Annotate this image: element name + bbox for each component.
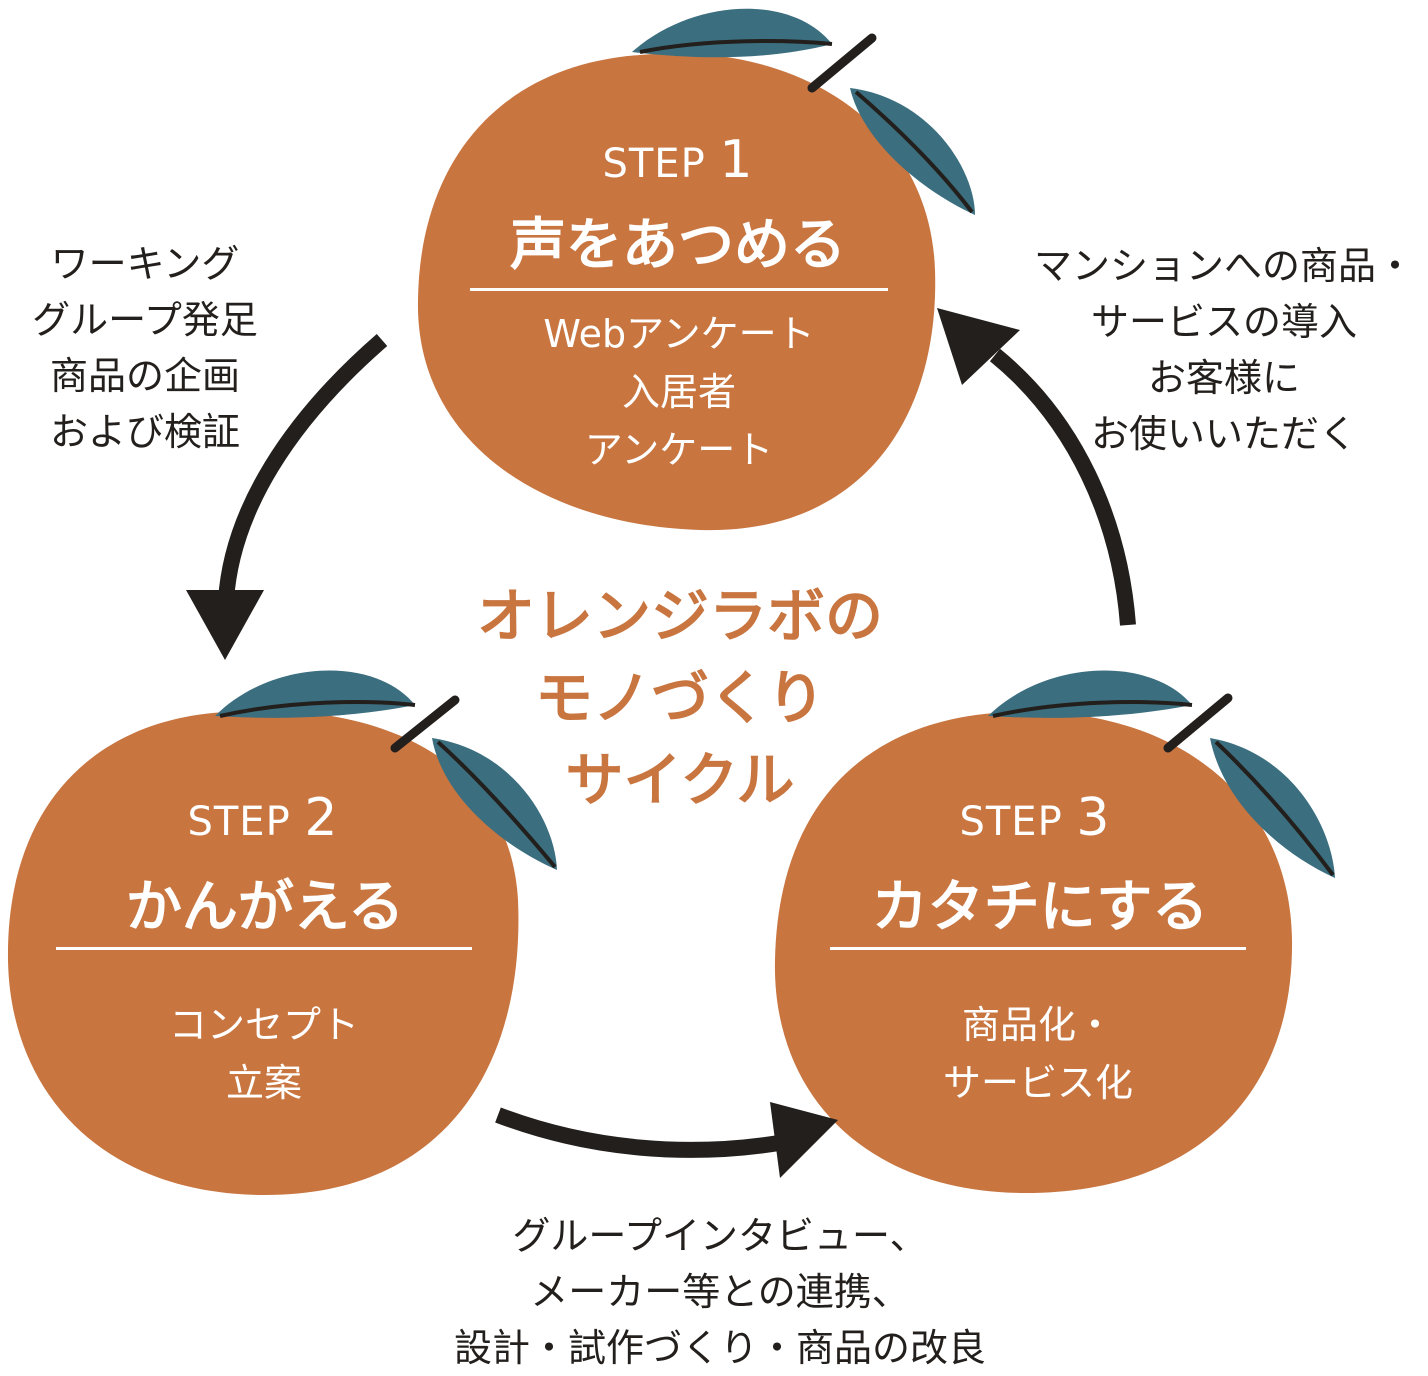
stem-icon [807,33,877,93]
step-2-label: STEP 2 [113,788,413,848]
cycle-arrow-icon [495,1102,838,1178]
leaf-icon [632,8,975,215]
stem-icon [390,695,460,753]
step-2-description: コンセプト 立案 [168,1003,359,1105]
step-3-description: 商品化・ サービス化 [942,1003,1133,1105]
step-number: 1 [719,130,754,190]
step-2-title: かんがえる [125,875,405,940]
transition-note-1-to-2: ワーキング グループ発足 商品の企画 および検証 [32,242,258,454]
transition-note-3-to-1: マンションへの商品・ サービスの導入 お客様に お使いいただく [1033,244,1414,456]
stem-icon [1163,693,1233,753]
cycle-arrow-icon [937,308,1136,626]
step-3-label: STEP 3 [885,788,1185,848]
step-1-description: Webアンケート 入居者 アンケート [543,312,815,472]
step-3-title: カタチにする [871,875,1209,940]
cycle-arrow-icon [186,333,388,660]
step-number: 2 [304,788,339,848]
leaf-icon [215,670,557,870]
leaf-icon [988,670,1335,878]
step-word: STEP [959,799,1063,845]
divider [830,947,1246,950]
divider [470,288,888,291]
orange-fruit-icon [774,711,1293,1194]
step-word: STEP [602,141,706,187]
cycle-title: オレンジラボの モノづくり サイクル [476,582,883,814]
orange-fruit-icon [7,710,519,1195]
orange-fruit-icon [417,53,936,531]
transition-note-2-to-3: グループインタビュー、 メーカー等との連携、 設計・試作づくり・商品の改良 [453,1214,986,1370]
step-1-label: STEP 1 [528,130,828,190]
step-word: STEP [187,799,291,845]
step-1-title: 声をあつめる [510,213,846,278]
divider [56,947,472,950]
step-number: 3 [1076,788,1111,848]
